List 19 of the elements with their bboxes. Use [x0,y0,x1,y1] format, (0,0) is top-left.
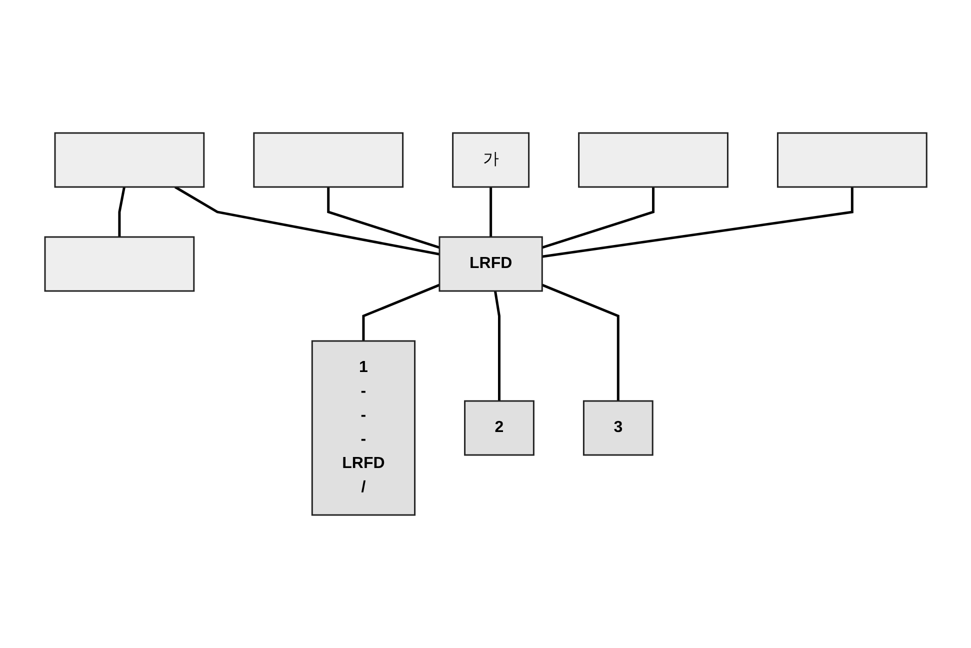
node-box [578,132,728,188]
connector [174,186,440,256]
connector [362,284,440,341]
connector [542,187,854,258]
node-box [44,236,194,292]
node-box [252,132,404,188]
connector [494,290,500,401]
connector [541,187,654,249]
node-box [776,132,928,188]
node-box: 가 [452,132,530,188]
node-box [54,132,204,188]
node-box: LRFD [438,236,543,292]
connector [118,186,126,237]
connector [489,187,492,237]
connector [541,284,620,401]
node-box: 1 - - - LRFD / [311,340,416,516]
node-box: 2 [464,400,534,456]
node-box: 3 [582,400,654,456]
connector [326,187,440,249]
